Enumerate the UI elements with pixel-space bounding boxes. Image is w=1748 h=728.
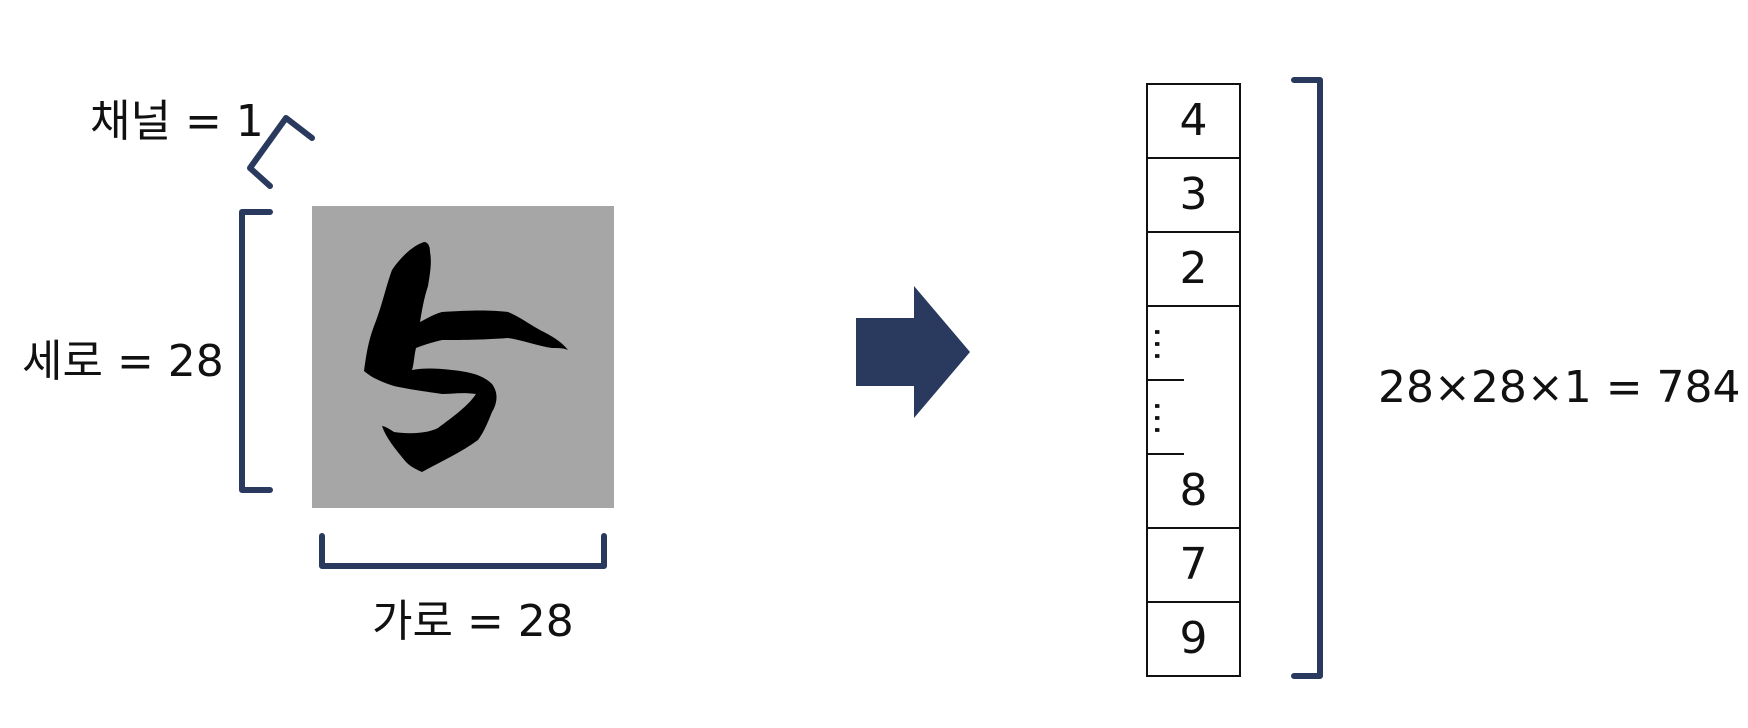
vector-cell: 8: [1148, 455, 1239, 529]
right-arrow-icon: [856, 286, 970, 418]
vector-cell-ellipsis: …: [1146, 381, 1187, 455]
vector-bracket: [1291, 77, 1323, 679]
height-bracket: [239, 209, 273, 493]
mnist-digit-image: [312, 206, 614, 508]
vector-cell: 9: [1148, 603, 1239, 677]
vector-cell: 7: [1148, 529, 1239, 603]
width-label: 가로 = 28: [372, 596, 574, 647]
vector-cell: 2: [1148, 233, 1239, 307]
total-size-label: 28×28×1 = 784: [1378, 362, 1741, 413]
vector-cell: 4: [1148, 85, 1239, 159]
channel-label: 채널 = 1: [90, 96, 264, 147]
digit-five-drawing: [364, 242, 568, 472]
height-label: 세로 = 28: [22, 336, 224, 387]
vector-cell-ellipsis: …: [1146, 307, 1187, 381]
width-bracket: [319, 533, 607, 569]
flattened-vector: 4 3 2 … … 8 7 9: [1146, 83, 1241, 677]
vector-cell: 3: [1148, 159, 1239, 233]
